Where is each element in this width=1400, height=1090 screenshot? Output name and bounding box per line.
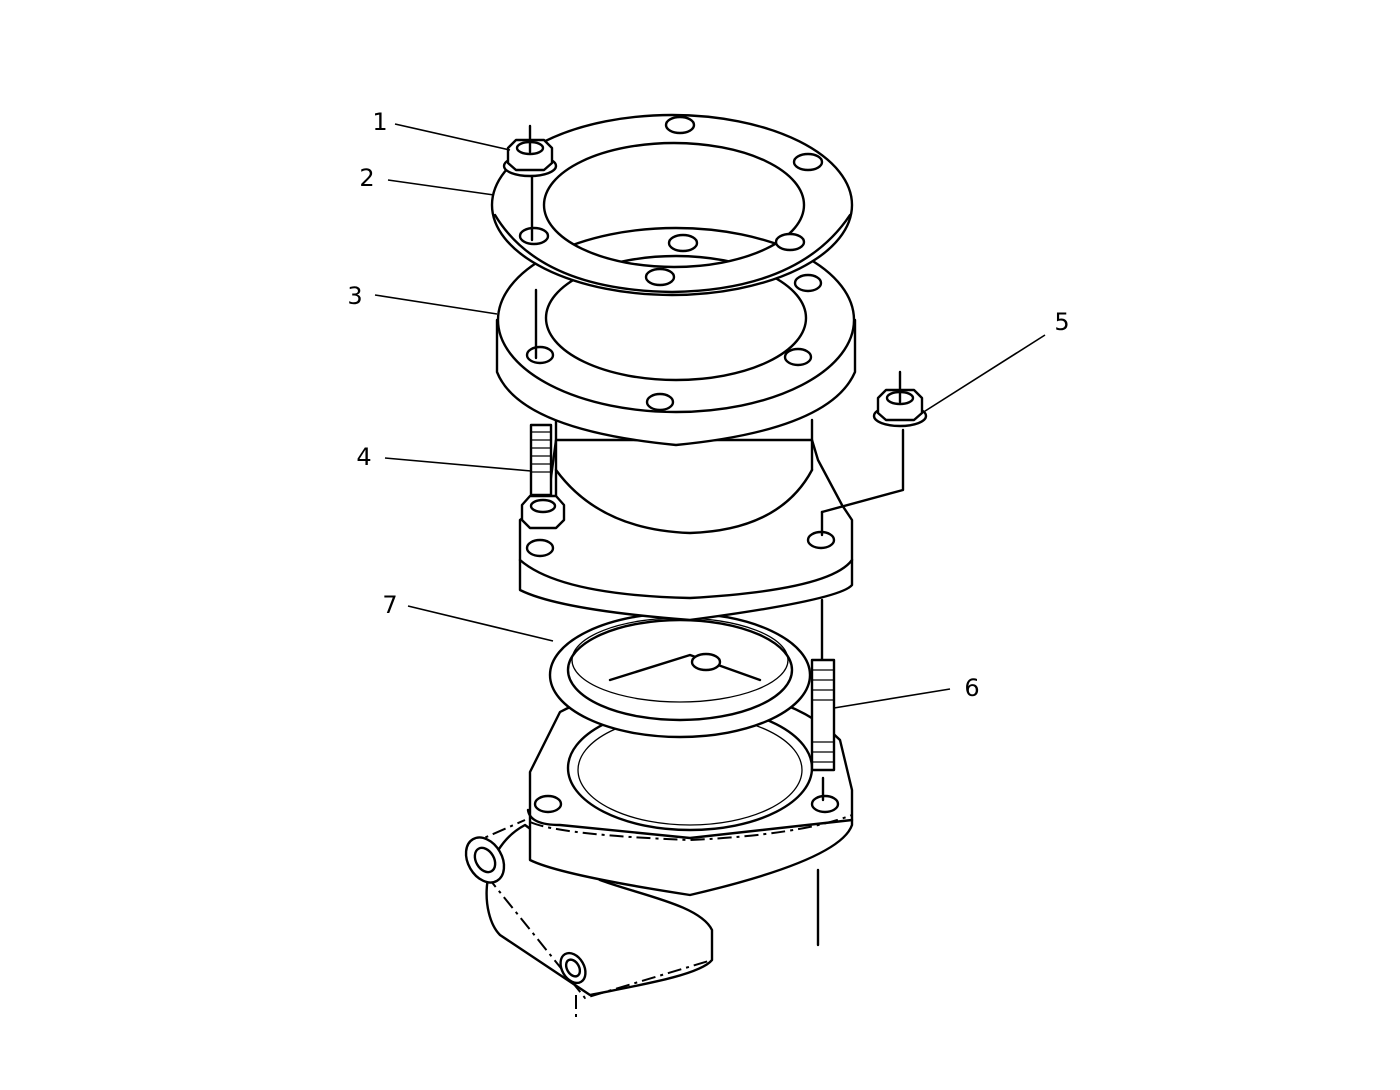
- elbow-housing: [464, 686, 854, 1020]
- leader-3: [374, 294, 498, 315]
- adapter-housing: [518, 418, 854, 622]
- leader-1: [394, 123, 511, 151]
- leader-2: [387, 179, 495, 196]
- callout-7: 7: [382, 591, 397, 619]
- flange-nut-part-1: [502, 124, 558, 360]
- callout-5: 5: [1054, 308, 1069, 336]
- stud-part-6: [810, 598, 836, 802]
- leader-7: [407, 605, 554, 642]
- callout-2: 2: [359, 164, 374, 192]
- flange-nut-part-5: [820, 370, 928, 537]
- leader-6: [833, 688, 951, 709]
- callout-6: 6: [964, 674, 979, 702]
- leader-4: [384, 457, 532, 472]
- leader-5: [921, 334, 1046, 414]
- gasket-part-2: [490, 113, 854, 297]
- callout-labels: 1 2 3 4 5 6 7: [347, 108, 1069, 702]
- stud-part-4: [520, 423, 566, 530]
- seal-ring-part-7: [548, 611, 812, 739]
- callout-1: 1: [372, 108, 387, 136]
- callout-3: 3: [347, 282, 362, 310]
- leader-lines: [374, 123, 1046, 709]
- callout-4: 4: [356, 443, 371, 471]
